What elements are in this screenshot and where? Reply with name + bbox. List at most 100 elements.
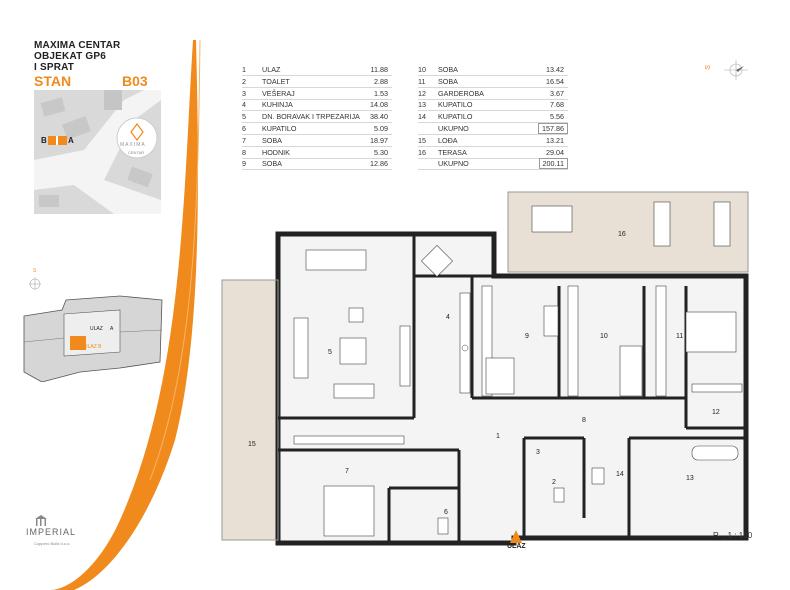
site-logo-text: MAXIMA xyxy=(120,142,146,148)
room-name: KUPATILO xyxy=(438,112,473,122)
site-logo-sub: CENTAR xyxy=(128,150,145,155)
room-name: ULAZ xyxy=(262,65,281,74)
plan-room-number: 16 xyxy=(618,231,626,238)
keyplan-ulaz: ULAZ xyxy=(90,326,103,332)
plan-room-number: 14 xyxy=(616,471,624,478)
room-table-row: 5 DN. BORAVAK I TRPEZARIJA 38.40 xyxy=(242,111,392,124)
room-number: 11 xyxy=(418,76,426,86)
site-building-a: A xyxy=(68,136,74,145)
room-number: 15 xyxy=(418,135,426,145)
room-area: 157.86 xyxy=(538,123,568,134)
stan-code: B03 xyxy=(122,73,148,89)
room-area: 5.09 xyxy=(374,124,388,133)
room-area: 13.42 xyxy=(546,65,564,74)
room-table-row: 9 SOBA 12.86 xyxy=(242,158,392,171)
room-number: 8 xyxy=(242,147,246,157)
keyplan-ulaz-b: ULAZ B xyxy=(84,344,102,350)
room-number: 5 xyxy=(242,112,246,122)
room-table-row: 13 KUPATILO 7.68 xyxy=(418,99,568,112)
room-number: 1 xyxy=(242,65,246,74)
plan-room-number: 12 xyxy=(712,409,720,416)
keyplan-letter-a: A xyxy=(110,326,114,332)
room-area: 38.40 xyxy=(370,112,388,122)
room-table-row: 8 HODNIK 5.30 xyxy=(242,147,392,159)
room-name: UKUPNO xyxy=(438,159,469,169)
room-table-row: 6 KUPATILO 5.09 xyxy=(242,123,392,135)
room-number: 6 xyxy=(242,124,246,133)
room-area: 29.04 xyxy=(546,147,564,157)
plan-room-number: 9 xyxy=(525,333,529,340)
room-name: KUPATILO xyxy=(438,100,473,110)
site-building-b: B xyxy=(41,136,47,145)
room-area: 5.30 xyxy=(374,147,388,157)
room-area: 5.56 xyxy=(550,112,564,122)
loggia-15-floor xyxy=(222,280,278,540)
room-name: HODNIK xyxy=(262,147,290,157)
keyplan-compass-label: S xyxy=(33,268,37,274)
room-number: 10 xyxy=(418,65,426,74)
room-name: SOBA xyxy=(262,159,282,169)
room-name: SOBA xyxy=(438,65,458,74)
plan-room-number: 5 xyxy=(328,349,332,356)
room-number: 16 xyxy=(418,147,426,157)
room-name: SOBA xyxy=(262,135,282,145)
room-table-row: 10 SOBA 13.42 xyxy=(418,64,568,76)
room-table-row: 12 GARDEROBA 3.67 xyxy=(418,88,568,100)
room-table-row: 4 KUHINJA 14.08 xyxy=(242,99,392,112)
room-name: UKUPNO xyxy=(438,124,469,133)
room-area: 14.08 xyxy=(370,100,388,110)
room-table-row: 1 ULAZ 11.88 xyxy=(242,64,392,76)
room-table-total-row: UKUPNO 157.86 xyxy=(418,123,568,135)
plan-room-number: 1 xyxy=(496,433,500,440)
plan-room-number: 10 xyxy=(600,333,608,340)
imperial-logo-icon xyxy=(34,514,48,526)
room-number: 12 xyxy=(418,88,426,98)
room-table-row: 14 KUPATILO 5.56 xyxy=(418,111,568,124)
room-name: VEŠERAJ xyxy=(262,88,295,98)
plan-room-number: 2 xyxy=(552,479,556,486)
room-number: 9 xyxy=(242,159,246,169)
room-area: 200.11 xyxy=(538,158,568,170)
plan-room-number: 6 xyxy=(444,509,448,516)
room-area: 3.67 xyxy=(550,88,564,98)
project-name: MAXIMA CENTAR xyxy=(34,40,121,51)
room-number: 3 xyxy=(242,88,246,98)
room-name: KUHINJA xyxy=(262,100,293,110)
north-compass-icon xyxy=(722,58,750,82)
room-area: 1.53 xyxy=(374,88,388,98)
room-name: SOBA xyxy=(438,76,458,86)
room-number: 13 xyxy=(418,100,426,110)
room-name: LOĐA xyxy=(438,135,458,145)
room-area: 2.88 xyxy=(374,76,388,86)
building-object: OBJEKAT GP6 xyxy=(34,51,107,62)
site-map: B A MAXIMA CENTAR xyxy=(34,90,161,214)
plan-room-number: 7 xyxy=(345,468,349,475)
room-area: 11.88 xyxy=(370,65,388,74)
plan-room-number: 4 xyxy=(446,314,450,321)
imperial-logo-name: IMPERIAL xyxy=(26,527,77,537)
plan-room-number: 11 xyxy=(676,333,683,340)
scale-label: R _ 1 : 100 xyxy=(713,531,753,540)
room-name: GARDEROBA xyxy=(438,88,484,98)
room-table-total-row: UKUPNO 200.11 xyxy=(418,158,568,171)
room-area: 16.54 xyxy=(546,76,564,86)
room-table-row: 3 VEŠERAJ 1.53 xyxy=(242,88,392,100)
room-number: 14 xyxy=(418,112,426,122)
room-number: 7 xyxy=(242,135,246,145)
key-plan: ULAZ A ULAZ B xyxy=(20,292,165,383)
floor-level: I SPRAT xyxy=(34,62,75,73)
room-name: DN. BORAVAK I TRPEZARIJA xyxy=(262,112,360,122)
imperial-logo-sub: Cuppero Build d.o.o. xyxy=(34,541,71,546)
keyplan-compass-icon xyxy=(28,270,42,290)
room-name: KUPATILO xyxy=(262,124,297,133)
room-number: 4 xyxy=(242,100,246,110)
room-area: 7.68 xyxy=(550,100,564,110)
entrance-arrow-icon xyxy=(510,530,522,543)
room-area: 12.86 xyxy=(370,159,388,169)
